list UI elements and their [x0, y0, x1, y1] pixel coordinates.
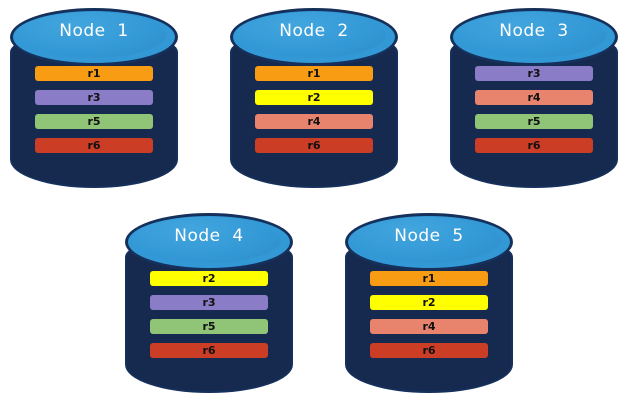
- replica-bar[interactable]: r1: [35, 66, 153, 81]
- node-label: Node 4: [174, 226, 244, 246]
- replica-bar[interactable]: r2: [150, 271, 268, 286]
- node-label: Node 5: [394, 226, 464, 246]
- replica-bar[interactable]: r6: [370, 343, 488, 358]
- replica-bar[interactable]: r2: [255, 90, 373, 105]
- replica-bar[interactable]: r4: [255, 114, 373, 129]
- replica-bar[interactable]: r4: [475, 90, 593, 105]
- replica-bar[interactable]: r6: [255, 138, 373, 153]
- node-label: Node 3: [499, 21, 569, 41]
- node-label: Node 1: [59, 21, 129, 41]
- replica-bar[interactable]: r6: [475, 138, 593, 153]
- replica-bar[interactable]: r5: [150, 319, 268, 334]
- replica-bar[interactable]: r6: [35, 138, 153, 153]
- replica-list: r2 r3 r5 r6: [150, 271, 268, 358]
- replica-bar[interactable]: r1: [370, 271, 488, 286]
- node-label: Node 2: [279, 21, 349, 41]
- replica-bar[interactable]: r5: [35, 114, 153, 129]
- replica-list: r1 r2 r4 r6: [255, 66, 373, 153]
- database-node-1[interactable]: Node 1 r1 r3 r5 r6: [10, 8, 178, 188]
- replica-list: r3 r4 r5 r6: [475, 66, 593, 153]
- replica-bar[interactable]: r1: [255, 66, 373, 81]
- database-node-3[interactable]: Node 3 r3 r4 r5 r6: [450, 8, 618, 188]
- replica-bar[interactable]: r2: [370, 295, 488, 310]
- replica-bar[interactable]: r3: [150, 295, 268, 310]
- replica-bar[interactable]: r6: [150, 343, 268, 358]
- replica-list: r1 r3 r5 r6: [35, 66, 153, 153]
- database-node-4[interactable]: Node 4 r2 r3 r5 r6: [125, 213, 293, 393]
- replica-bar[interactable]: r5: [475, 114, 593, 129]
- database-node-2[interactable]: Node 2 r1 r2 r4 r6: [230, 8, 398, 188]
- replica-bar[interactable]: r3: [35, 90, 153, 105]
- database-node-5[interactable]: Node 5 r1 r2 r4 r6: [345, 213, 513, 393]
- replica-list: r1 r2 r4 r6: [370, 271, 488, 358]
- replica-bar[interactable]: r4: [370, 319, 488, 334]
- replica-bar[interactable]: r3: [475, 66, 593, 81]
